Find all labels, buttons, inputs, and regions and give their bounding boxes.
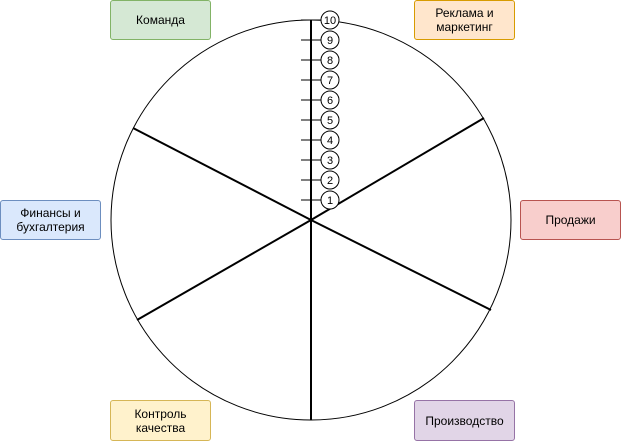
segment-label-quality: Контроль качества (110, 400, 211, 441)
scale-number: 1 (327, 195, 333, 207)
scale-marker (320, 10, 340, 30)
spoke-upper-right (310, 117, 485, 221)
scale-marker (320, 50, 340, 70)
scale-number: 8 (327, 55, 333, 67)
segment-label-production: Производство (414, 400, 515, 441)
segment-label-sales: Продажи (520, 200, 621, 240)
spoke-lower-right (310, 219, 492, 311)
scale-marker (320, 90, 340, 110)
scale-marker (320, 110, 340, 130)
scale-marker (320, 70, 340, 90)
scale-number: 3 (327, 155, 333, 167)
segment-label-finance: Финансы и бухгалтерия (0, 200, 101, 240)
scale-number: 6 (327, 95, 333, 107)
scale-marker (320, 170, 340, 190)
scale-number: 10 (324, 15, 336, 27)
score-scale: 1 2 3 4 5 6 7 8 9 10 (301, 10, 340, 210)
scale-number: 9 (327, 35, 333, 47)
scale-marker (320, 130, 340, 150)
scale-number: 7 (327, 75, 333, 87)
scale-number: 2 (327, 175, 333, 187)
scale-marker (320, 150, 340, 170)
scale-marker (320, 30, 340, 50)
spoke-lower-left (136, 219, 312, 321)
scale-marker (320, 190, 340, 210)
segment-label-team: Команда (110, 0, 211, 40)
wheel-spokes (132, 20, 492, 420)
scale-number: 4 (327, 135, 333, 147)
spoke-upper-left (132, 127, 312, 221)
scale-number: 5 (327, 115, 333, 127)
segment-label-marketing: Реклама и маркетинг (414, 0, 515, 40)
